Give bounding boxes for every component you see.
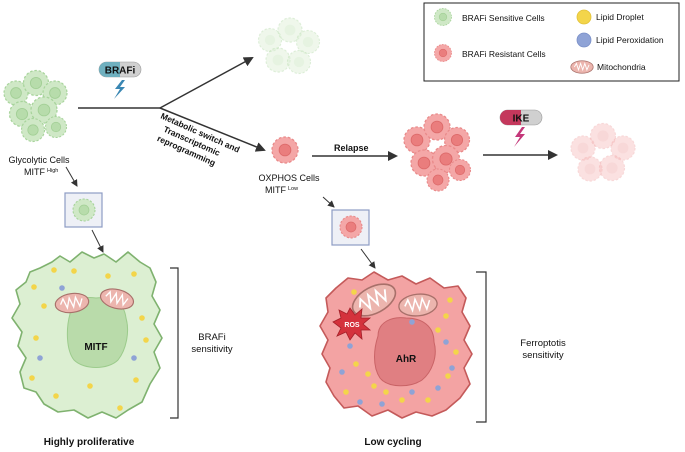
glycolytic-cells-label: Glycolytic Cells (8, 155, 70, 165)
resistant-cell-detail: AhR ROS (319, 271, 473, 419)
zoom-arrow-oxphos (322, 196, 335, 208)
resistant-cell-cluster (403, 113, 472, 192)
low-cycling-label: Low cycling (364, 437, 421, 448)
glycolytic-cell-cluster (3, 69, 68, 143)
faded-resistant-cluster (570, 122, 636, 182)
legend-lipid-droplet-label: Lipid Droplet (596, 12, 644, 22)
zoom-arrow-sensitive-cell (91, 229, 104, 253)
ike-lightning-icon (514, 127, 525, 147)
highly-proliferative-label: Highly proliferative (44, 437, 135, 448)
oxphos-cells-label: OXPHOS Cells (258, 173, 320, 183)
brafi-sensitivity-label-line2: sensitivity (191, 344, 232, 355)
sensitive-cell-lipid-droplets (29, 267, 149, 411)
ferroptosis-label-line1: Ferroptotis (520, 338, 566, 349)
legend-sensitive-cell-icon (434, 8, 452, 26)
lipid-droplet-icon (576, 9, 592, 25)
ahr-nucleus (374, 317, 436, 387)
oxphos-cell (271, 136, 299, 164)
resistant-cell-lipid-peroxidation (339, 319, 455, 407)
lipid-peroxidation-icon (576, 32, 592, 48)
metabolic-switch-label: Metabolic switch and Transcriptomic repr… (156, 111, 242, 168)
mitochondria-icon (570, 60, 594, 74)
legend-resistant-label: BRAFi Resistant Cells (462, 49, 546, 59)
arrow-to-cleared-cells (159, 57, 254, 109)
faded-sensitive-cluster (257, 17, 321, 75)
brafi-sensitivity-label-line1: BRAFi (198, 332, 225, 343)
ferroptosis-sensitivity-bracket (476, 271, 487, 423)
zoom-arrow-glycolytic (65, 166, 78, 187)
ahr-nucleus-label: AhR (396, 354, 417, 365)
ferroptosis-label-line2: sensitivity (522, 350, 563, 361)
legend-lipid-peroxidation-label: Lipid Peroxidation (596, 35, 664, 45)
arrow-to-oxphos-cell (159, 107, 266, 152)
ike-drug-pill: IKE (499, 109, 543, 126)
zoom-arrow-resistant-cell (360, 248, 376, 269)
legend-mitochondria-label: Mitochondria (597, 62, 646, 72)
legend-box (423, 2, 680, 82)
ros-label: ROS (344, 322, 360, 329)
relapse-label: Relapse (334, 143, 369, 153)
legend: BRAFi Sensitive Cells BRAFi Resistant Ce… (423, 2, 680, 82)
mitf-nucleus (66, 297, 129, 368)
legend-sensitive-label: BRAFi Sensitive Cells (462, 13, 545, 23)
brafi-drug-pill: BRAFi (98, 61, 142, 78)
brafi-sensitivity-bracket (170, 267, 179, 419)
resistant-cell-lipid-droplets (343, 289, 459, 403)
sensitive-cell-detail: MITF (11, 251, 163, 419)
mitf-nucleus-label: MITF (84, 342, 107, 353)
ike-label: IKE (513, 114, 530, 125)
sensitive-cell-lipid-peroxidation (37, 285, 137, 361)
brafi-lightning-icon (114, 80, 125, 99)
ros-burst-icon (332, 307, 372, 341)
brafi-label: BRAFi (105, 66, 136, 77)
legend-resistant-cell-icon (434, 44, 452, 62)
